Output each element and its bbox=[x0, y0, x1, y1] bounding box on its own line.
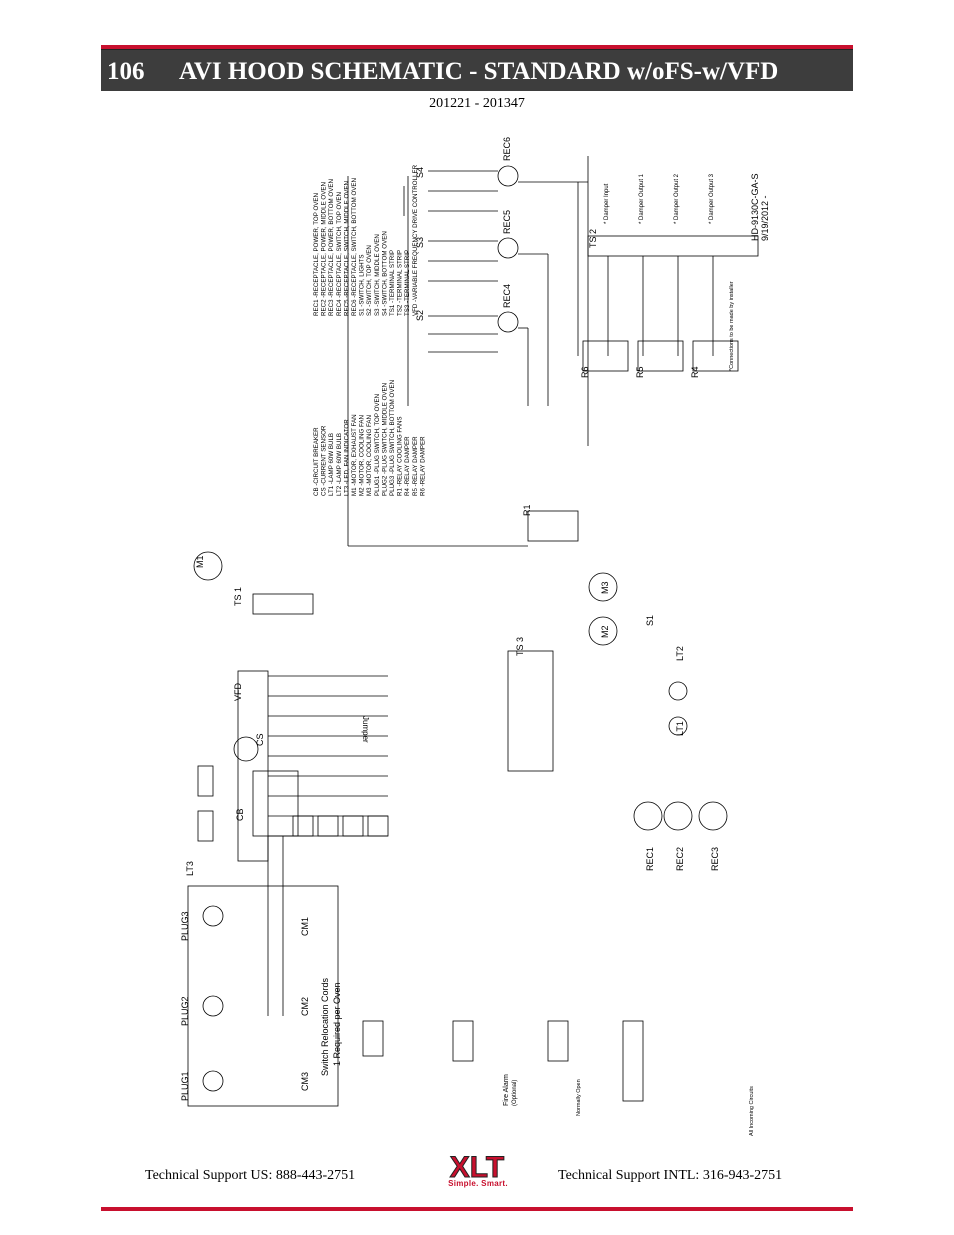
support-us: Technical Support US: 888-443-2751 bbox=[145, 1168, 356, 1183]
breaker-labels: CB CS LT3 bbox=[185, 733, 265, 876]
legend-entry: PLUG2 -PLUG SWITCH, MIDDLE OVEN bbox=[381, 383, 388, 496]
plug-labels: PLUG3 PLUG2 PLUG1 CM1 CM2 CM3 Switch Rel… bbox=[180, 847, 755, 1136]
legend-entry: S1 -SWITCH, LIGHTS bbox=[359, 254, 366, 316]
switch-labels: S4 S3 S2 REC6 REC5 REC4 bbox=[415, 137, 512, 321]
m2-label: M2 bbox=[600, 625, 610, 638]
normally-open-label: Normally Open bbox=[576, 1079, 582, 1116]
legend-entry: M1 -MOTOR, EXHAUST FAN bbox=[351, 414, 358, 496]
legend-entry: LT2 -LAMP 60W BULB bbox=[336, 433, 343, 496]
legend-entry: TS2 -TERMINAL STRIP bbox=[397, 250, 404, 316]
s2-label: S2 bbox=[415, 310, 425, 321]
switch-receptacle-group bbox=[347, 156, 589, 547]
drawing-date: 9/19/2012 - bbox=[760, 195, 768, 241]
legend-entry: R1 -RELAY COOLING FANS bbox=[397, 416, 404, 496]
cm1-label: CM1 bbox=[300, 917, 310, 936]
rec1-label: REC1 bbox=[645, 847, 655, 871]
m1-label: M1 bbox=[195, 555, 205, 568]
plug1-label: PLUG1 bbox=[180, 1071, 190, 1101]
rec4-label: REC4 bbox=[502, 284, 512, 308]
damper-output2-label: * Damper Output 2 bbox=[674, 173, 680, 224]
r4-label: R4 bbox=[690, 366, 700, 378]
ts3-label: TS 3 bbox=[515, 637, 525, 656]
logo-tagline: Simple. Smart. bbox=[448, 1179, 508, 1188]
drawing-number: HD-9130C-GA-S bbox=[750, 173, 760, 241]
legend-entry: CB -CIRCUIT BREAKER bbox=[313, 427, 320, 496]
legend-entry: CS -CURRENT SENSOR bbox=[321, 425, 328, 496]
damper-input-label: * Damper Input bbox=[604, 183, 610, 224]
xlt-logo: XLT bbox=[449, 1151, 504, 1185]
lt3-label: LT3 bbox=[185, 861, 195, 876]
serial-range: 201221 - 201347 bbox=[429, 96, 525, 111]
s3-label: S3 bbox=[415, 237, 425, 248]
bottom-red-rule bbox=[101, 1207, 853, 1211]
vfd-labels: M1 TS 1 VFD R1 M3 M2 TS 3 S1 LT2 LT1 Jum… bbox=[195, 504, 685, 743]
plug2-label: PLUG2 bbox=[180, 996, 190, 1026]
jumper-label: Jumper bbox=[361, 716, 370, 743]
legend-entry: PLUG3 -PLUG SWITCH, BOTTOM OVEN bbox=[389, 380, 396, 496]
rec5-label: REC5 bbox=[502, 210, 512, 234]
rec6-label: REC6 bbox=[502, 137, 512, 161]
r1-label: R1 bbox=[522, 504, 532, 516]
legend-entry: R6 -RELAY DAMPER bbox=[419, 436, 426, 496]
ts2-label: TS 2 bbox=[588, 229, 598, 248]
page-title: AVI HOOD SCHEMATIC - STANDARD w/oFS-w/VF… bbox=[179, 58, 779, 85]
legend-entry: LT1 -LAMP 60W BULB bbox=[328, 433, 335, 496]
legend-entry: S4 -SWITCH, BOTTOM OVEN bbox=[381, 231, 388, 316]
legend-entry: PLUG1 -PLUG SWITCH, TOP OVEN bbox=[374, 394, 381, 496]
relocation-note: 1 Required per Oven bbox=[332, 982, 342, 1066]
cb-label: CB bbox=[235, 808, 245, 821]
cm2-label: CM2 bbox=[300, 997, 310, 1016]
fire-alarm-label: Fire Alarm bbox=[503, 1074, 510, 1106]
title-bar: 106 AVI HOOD SCHEMATIC - STANDARD w/oFS-… bbox=[101, 49, 853, 91]
rec2-label: REC2 bbox=[675, 847, 685, 871]
lt2-label: LT2 bbox=[675, 646, 685, 661]
legend-entry: M2 -MOTOR, COOLING FAN bbox=[359, 415, 366, 496]
rec3-label: REC3 bbox=[710, 847, 720, 871]
ts2-labels: TS 2 R6 R5 R4 * Damper Input * Damper Ou… bbox=[580, 173, 768, 378]
relocation-label: Switch Relocation Cords bbox=[320, 977, 330, 1076]
legend-entry: REC6 -RECEPTACLE, SWITCH, BOTTOM OVEN bbox=[351, 178, 358, 316]
r5-label: R5 bbox=[635, 366, 645, 378]
m3-label: M3 bbox=[600, 581, 610, 594]
support-intl: Technical Support INTL: 316-943-2751 bbox=[558, 1168, 783, 1183]
plug-receptacle-block bbox=[187, 801, 728, 1107]
top-red-rule bbox=[101, 45, 853, 49]
legend-entry: M3 -MOTOR, COOLING FAN bbox=[366, 415, 373, 496]
plug3-label: PLUG3 bbox=[180, 911, 190, 941]
breaker-block bbox=[197, 736, 299, 1016]
cm3-label: CM3 bbox=[300, 1072, 310, 1091]
legend-entry: LT3 -LED, FAN INDICATOR bbox=[343, 419, 350, 496]
legend-entry: S2 -SWITCH, TOP OVEN bbox=[366, 245, 373, 316]
legend-entry: REC2 -RECEPTACLE, POWER, MIDDLE OVEN bbox=[321, 182, 328, 316]
cs-label: CS bbox=[255, 733, 265, 746]
lt1-label: LT1 bbox=[675, 721, 685, 736]
ts1-label: TS 1 bbox=[233, 587, 243, 606]
legend-entry: TS1 -TERMINAL STRIP bbox=[389, 250, 396, 316]
optional-label: (Optional) bbox=[512, 1080, 518, 1106]
legend-entry: REC4 -RECEPTACLE, SWITCH, TOP OVEN bbox=[336, 192, 343, 316]
vfd-label: VFD bbox=[233, 682, 243, 701]
ts2-damper-block bbox=[582, 235, 759, 372]
s4-label: S4 bbox=[415, 167, 425, 178]
legend-entry: REC5 -RECEPTACLE, SWITCH, MIDDLE OVEN bbox=[343, 181, 350, 316]
logo-wordmark: XLT bbox=[450, 1151, 504, 1184]
damper-output3-label: * Damper Output 3 bbox=[709, 173, 715, 224]
legend-entry: R4 -RELAY DAMPER bbox=[404, 436, 411, 496]
incoming-label: All Incoming Circuits bbox=[749, 1086, 755, 1136]
legend-entry: VFD -VARIABLE FREQUENCY DRIVE CONTROLLER bbox=[412, 164, 419, 316]
damper-output1-label: * Damper Output 1 bbox=[639, 173, 645, 224]
section-number: 106 bbox=[107, 58, 145, 85]
vfd-motor-block bbox=[193, 510, 688, 862]
legend-entry: REC3 -RECEPTACLE, POWER, BOTTOM OVEN bbox=[328, 179, 335, 316]
legend-entry: R5 -RELAY DAMPER bbox=[412, 436, 419, 496]
s1-label: S1 bbox=[645, 615, 655, 626]
legend-entry: REC1 -RECEPTACLE, POWER, TOP OVEN bbox=[313, 193, 320, 316]
legend-entry: S3 -SWITCH, MIDDLE OVEN bbox=[374, 234, 381, 316]
installer-note: *Connections to be made by installer bbox=[729, 281, 735, 371]
r6-label: R6 bbox=[580, 366, 590, 378]
